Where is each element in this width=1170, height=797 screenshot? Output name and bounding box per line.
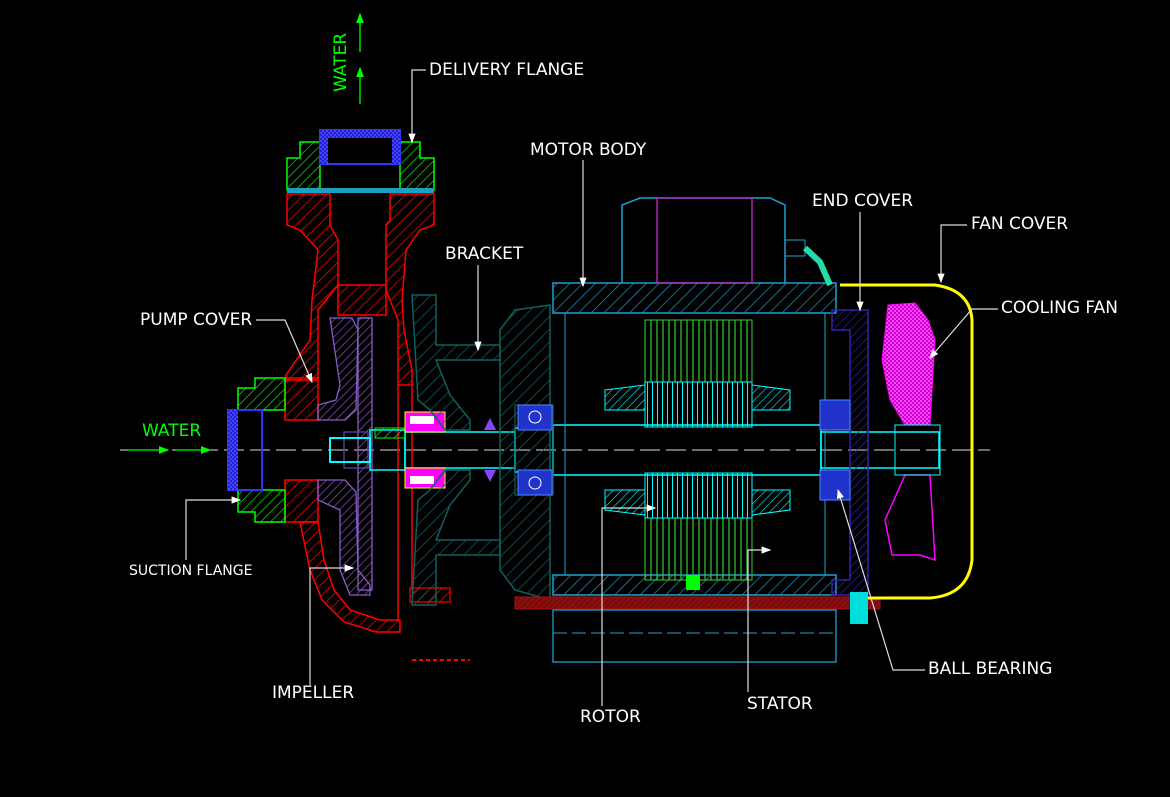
label-end-cover: END COVER — [812, 191, 914, 211]
cooling-fan — [881, 302, 941, 562]
bracket — [411, 294, 554, 606]
pump-casing — [284, 193, 470, 661]
label-suction-flange: SUCTION FLANGE — [129, 563, 253, 579]
label-rotor: ROTOR — [580, 707, 641, 727]
label-motor-body: MOTOR BODY — [530, 140, 647, 160]
fan-cover — [840, 283, 974, 600]
drive-end-ball-bearing — [517, 404, 553, 496]
motor-body — [552, 197, 837, 663]
label-bracket: BRACKET — [445, 244, 524, 264]
leader-lines — [185, 69, 998, 706]
stator — [644, 319, 753, 590]
delivery-flange — [286, 129, 435, 193]
label-cooling-fan: COOLING FAN — [1001, 298, 1118, 318]
end-cover — [819, 309, 869, 624]
impeller — [317, 317, 373, 596]
label-delivery-flange: DELIVERY FLANGE — [429, 60, 585, 80]
label-water-outlet: WATER — [331, 32, 351, 92]
label-water-inlet: WATER — [142, 421, 202, 441]
tie-rod — [514, 596, 881, 610]
suction-flange — [227, 377, 286, 523]
label-stator: STATOR — [747, 694, 813, 714]
label-ball-bearing: BALL BEARING — [928, 659, 1053, 679]
label-pump-cover: PUMP COVER — [140, 310, 253, 330]
rotor — [604, 381, 791, 519]
label-impeller: IMPELLER — [272, 683, 355, 703]
label-fan-cover: FAN COVER — [971, 214, 1069, 234]
